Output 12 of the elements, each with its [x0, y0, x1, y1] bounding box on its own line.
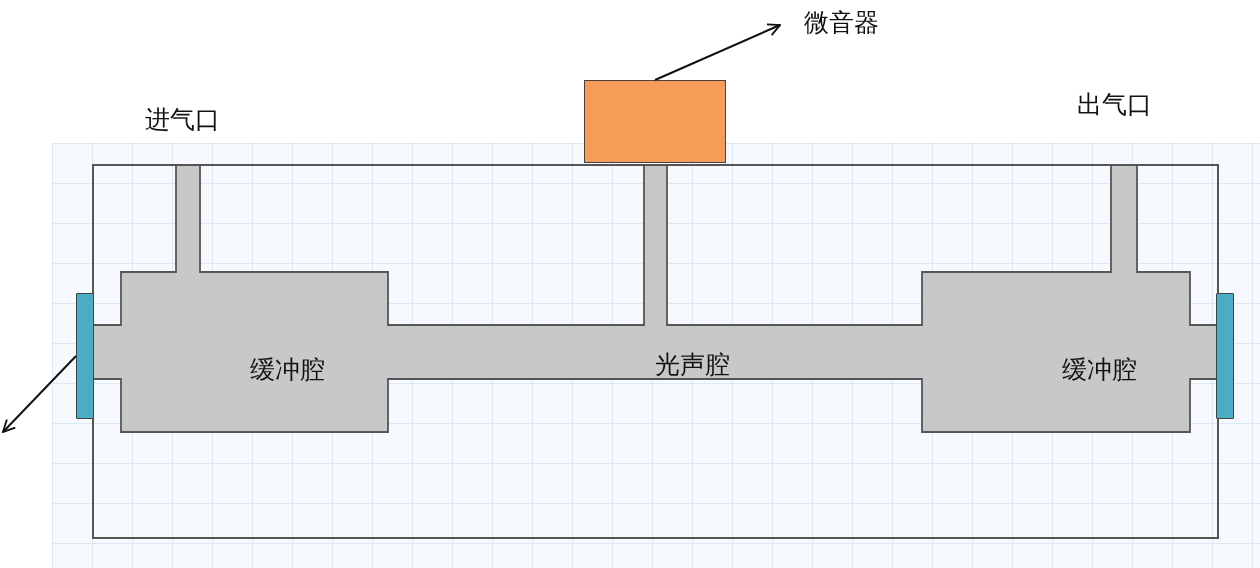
arrow — [2, 355, 77, 433]
arrow — [654, 23, 781, 81]
optical-window — [1216, 293, 1234, 419]
gas-cavity — [93, 165, 1218, 432]
chamber-label: 缓冲腔 — [250, 355, 325, 385]
optical-window — [76, 293, 94, 419]
chamber-label: 缓冲腔 — [1062, 355, 1137, 385]
microphone-label: 微音器 — [780, 8, 898, 42]
microphone-box — [584, 80, 726, 163]
port-label: 进气口 — [145, 105, 220, 135]
chamber-label: 光声腔 — [655, 350, 730, 380]
port-label: 出气口 — [1077, 90, 1152, 120]
